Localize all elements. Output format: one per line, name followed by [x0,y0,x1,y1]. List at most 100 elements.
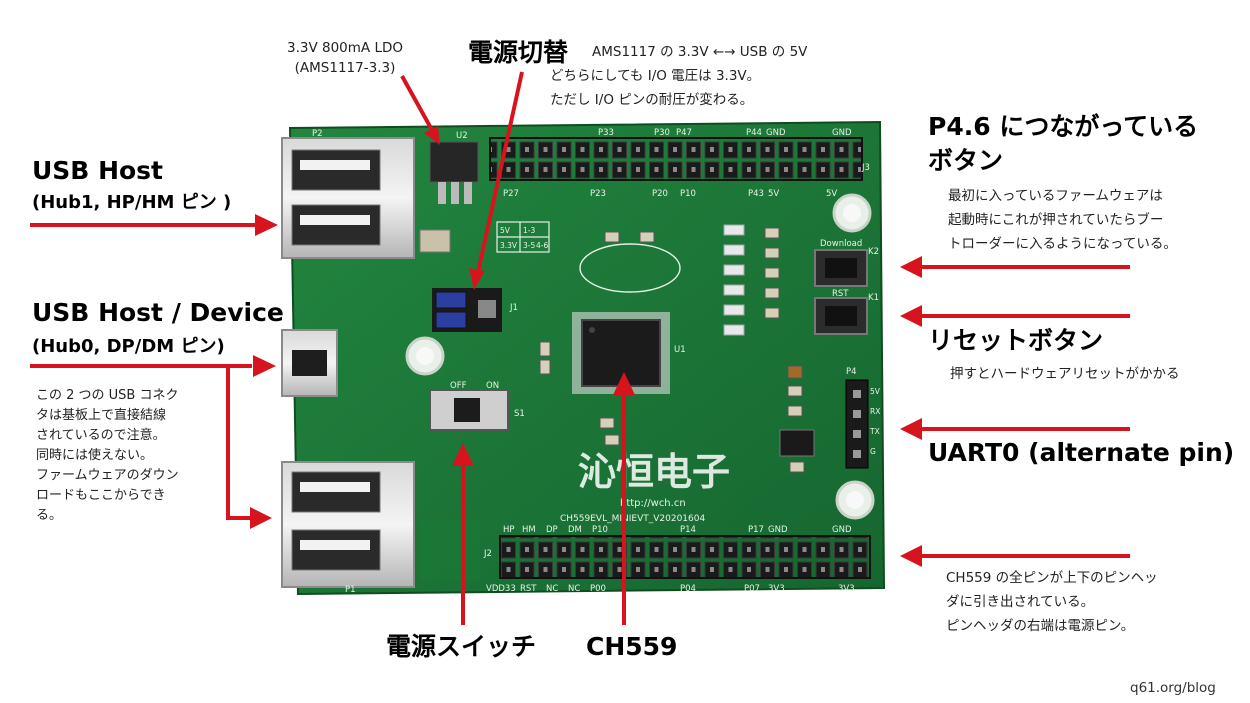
silk-uart-pin-1: RX [870,407,880,416]
usb-note-line6: ロードもここからでき [36,488,166,503]
usb-host-subtitle: (Hub1, HP/HM ピン ) [32,192,232,213]
silk-top-1: P30 [654,128,670,138]
silk-top-bottom-3: P10 [680,189,696,199]
silk-ref-s1: S1 [514,409,525,419]
uart-title: UART0 (alternate pin) [928,438,1235,467]
credit: q61.org/blog [1130,680,1216,696]
silk-bottom-top-2: DP [546,525,558,535]
mounting-holes [405,193,875,520]
usb-note-line5: ファームウェアのダウン [36,468,179,483]
bottom-pin-header [499,535,871,579]
silk-bottom-bottom-2: NC [546,584,558,594]
silk-jumper-4: 4-6 [536,241,548,250]
silk-bottom-top-8: GND [832,525,852,535]
silk-ref-k2: K2 [868,247,879,257]
power-switch [429,389,509,431]
button-p46-title1: P4.6 につながっている [928,112,1199,141]
silk-bottom-bottom-3: NC [568,584,580,594]
ldo-label: 3.3V 800mA LDO (AMS1117-3.3) [270,38,420,78]
ldo-label-line2: (AMS1117-3.3) [294,60,396,76]
usb-host-connector [281,137,415,259]
board-logo: 沁恒电子 [578,450,730,494]
usb-note: この 2 つの USB コネク タは基板上で直接結線 されているので注意。 同時… [36,386,226,526]
ldo-arrow [400,75,434,131]
silk-top-bottom-6: 5V [826,189,837,199]
silk-bottom-bottom-6: P07 [744,584,760,594]
silk-bottom-top-0: HP [503,525,515,535]
silk-bottom-bottom-0: VDD33 [486,584,516,594]
power-select-arrow [476,71,524,273]
silk-ref-p2: P2 [312,129,323,139]
usb-host-device-subtitle: (Hub0, DP/DM ピン) [32,336,225,357]
button-p46-line2: 起動時にこれが押されていたらブー [948,212,1164,228]
silk-ref-p4: P4 [846,367,857,377]
silk-uart-pin-0: 5V [870,387,881,396]
usb-note-line7: る。 [36,508,63,523]
reset-button [814,297,868,335]
pin-header-line3: ピンヘッダの右端は電源ピン。 [946,618,1135,634]
silk-jumper-1: 1-3 [523,226,535,235]
silk-top-bottom-1: P23 [590,189,606,199]
usb-host-device-title: USB Host / Device [32,298,284,327]
silk-bottom-top-3: DM [568,525,582,535]
ch559-chip [572,312,670,394]
silk-bottom-bottom-1: RST [520,584,537,594]
pin-header-line2: ダに引き出されている。 [946,594,1095,610]
chip-title: CH559 [586,632,678,661]
silk-button-rst: RST [832,289,849,299]
usb-note-line3: されているので注意。 [36,428,166,443]
diode [779,429,815,457]
silk-bottom-top-1: HM [522,525,536,535]
usb-note-line1: この 2 つの USB コネク [36,388,179,403]
silk-top-0: P33 [598,128,614,138]
annotation-arrows [30,71,1130,625]
download-button [814,249,868,287]
silk-top-3: P44 [746,128,762,138]
crystal-outline [579,243,681,293]
silk-top-bottom-5: 5V [768,189,779,199]
silk-uart-pin-3: G [870,447,876,456]
ldo-arrow-head [424,126,440,145]
silk-bottom-top-5: P14 [680,525,696,535]
button-p46-title2: ボタン [928,146,1004,175]
silk-bottom-bottom-8: 3V3 [838,584,855,594]
power-switch-title: 電源スイッチ [386,632,537,661]
silk-bottom-bottom-7: 3V3 [768,584,785,594]
silk-top-bottom-2: P20 [652,189,668,199]
usb-note-line2: タは基板上で直接結線 [36,408,167,423]
silk-ref-u1: U1 [674,345,686,355]
silk-bottom-top-4: P10 [592,525,608,535]
pin-header-line1: CH559 の全ピンが上下のピンヘッ [946,570,1158,586]
uart-header [845,379,869,469]
top-pin-header [489,137,863,181]
silk-jumper-3: 3-5 [523,241,535,250]
silk-ref-j1: J1 [509,303,518,313]
silk-ref-j3: J3 [861,163,870,173]
power-select-title: 電源切替 [468,38,569,67]
silk-ref-p1: P1 [345,585,356,595]
silk-jumper-0: 5V [500,226,511,235]
power-select-line1: AMS1117 の 3.3V ←→ USB の 5V [592,44,808,60]
silk-top-bottom-0: P27 [503,189,519,199]
power-select-arrow-head [469,268,485,290]
power-jumper [432,288,502,332]
silk-button-download: Download [820,239,862,249]
silk-jumper-2: 3.3V [500,241,518,250]
usb-host-title: USB Host [32,156,163,185]
button-p46-line3: トローダーに入るようになっている。 [948,236,1177,252]
silk-ref-k1: K1 [868,293,879,303]
silk-uart-pin-2: TX [869,427,880,436]
smd-components [539,227,805,473]
usb-note-bracket [226,366,250,520]
board-url: http://wch.cn [620,498,686,509]
silk-ref-j2: J2 [483,549,492,559]
micro-usb-connector [281,329,338,397]
silk-bottom-top-7: GND [768,525,788,535]
power-select-line3: ただし I/O ピンの耐圧が変わる。 [550,92,754,108]
usb-note-line4: 同時には使えない。 [36,448,154,463]
silk-switch-on: ON [486,381,499,391]
silk-bottom-bottom-5: P04 [680,584,696,594]
jumper-legend [496,221,550,253]
